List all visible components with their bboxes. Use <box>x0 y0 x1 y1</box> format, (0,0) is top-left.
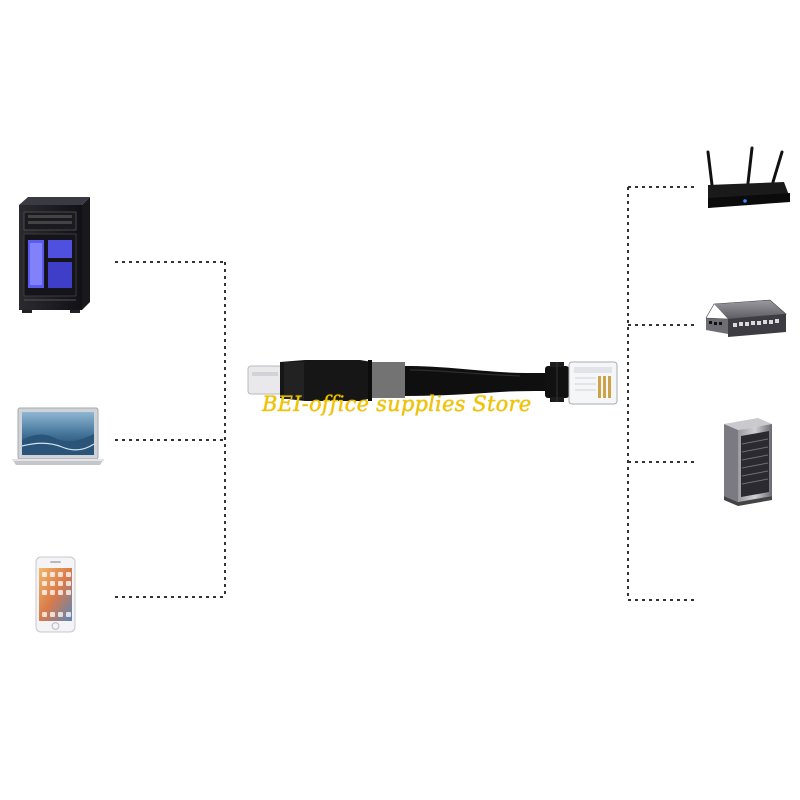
switch-icon <box>705 299 787 337</box>
router-icon <box>706 146 790 208</box>
store-watermark: BEI-office supplies Store <box>262 392 532 416</box>
cable-icon <box>247 360 618 405</box>
desktop-tower-icon <box>19 197 90 313</box>
left-connection-lines <box>115 261 226 598</box>
smartphone-icon <box>35 556 76 633</box>
laptop-icon <box>12 407 104 465</box>
right-connection-lines <box>627 186 695 601</box>
server-rack-icon <box>724 418 772 506</box>
